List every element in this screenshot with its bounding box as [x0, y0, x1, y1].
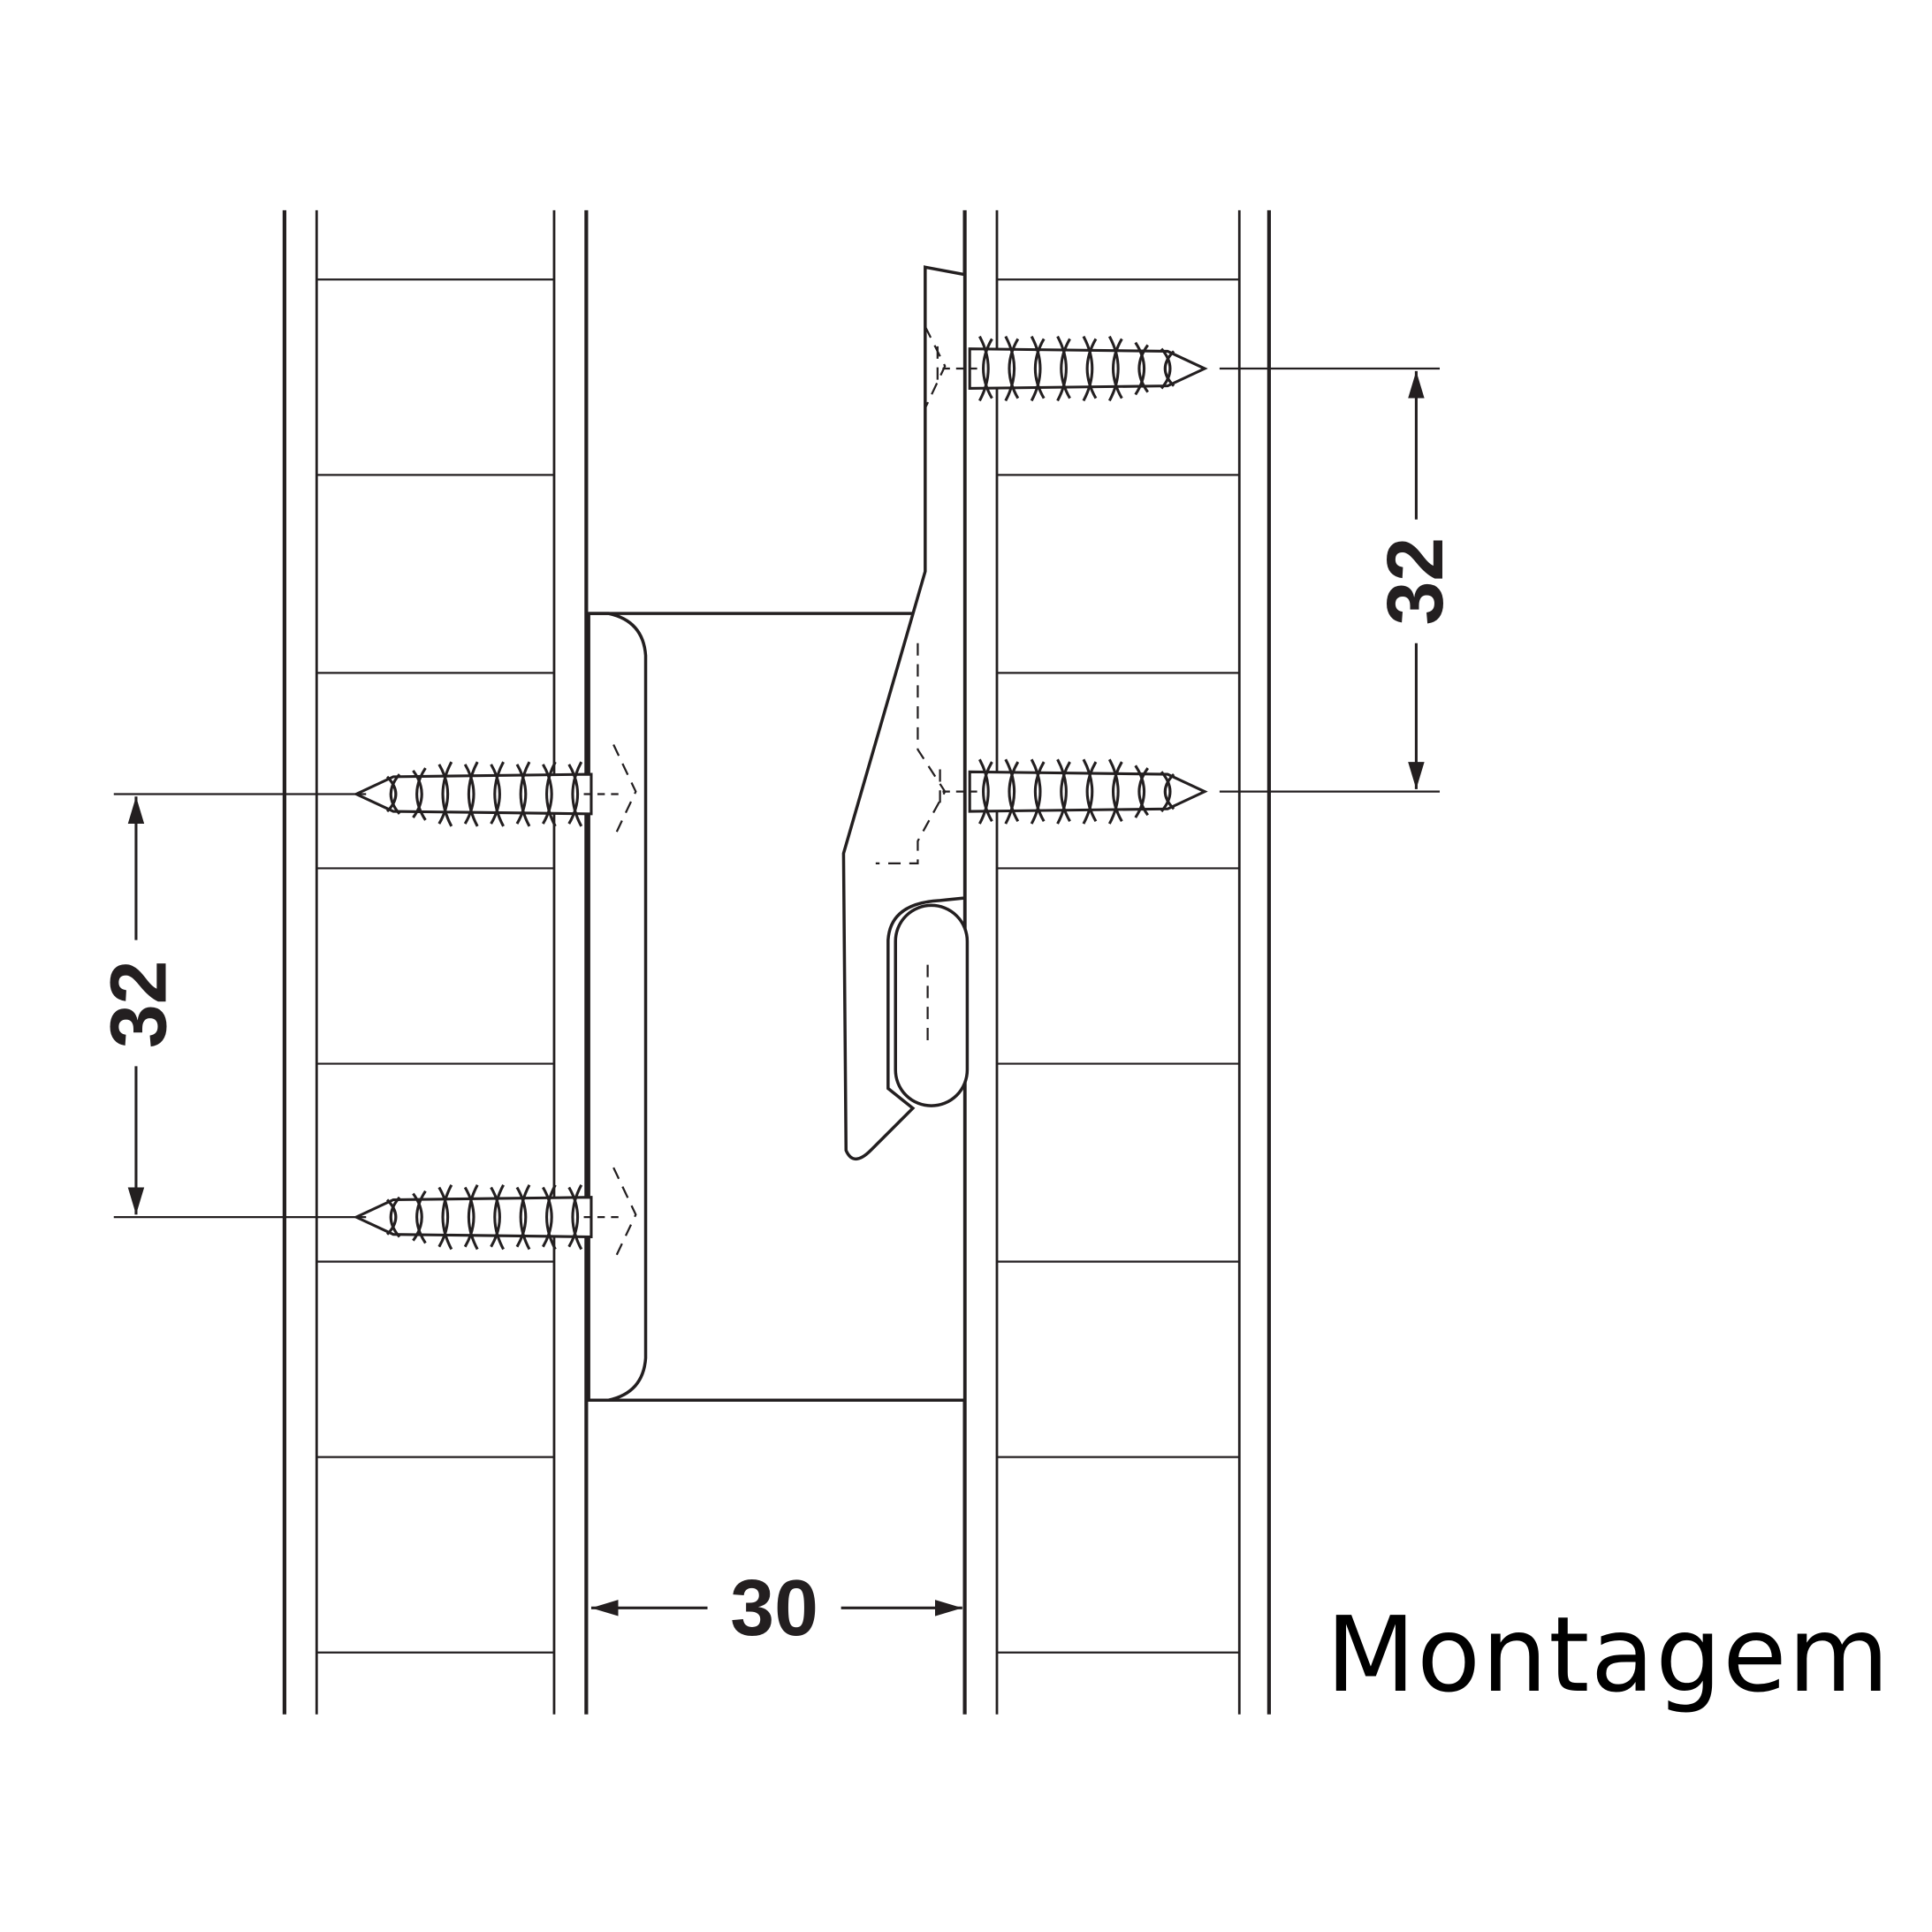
right-panel	[962, 209, 1271, 1715]
gap-dimension-label: 30	[730, 1563, 818, 1652]
right-dimension-32	[1219, 367, 1441, 793]
screw	[353, 1183, 619, 1251]
caption: Montagem	[1326, 1594, 1890, 1716]
connector-fitting	[587, 265, 970, 1402]
left-dimension-32	[113, 793, 367, 1219]
screw	[942, 335, 1208, 402]
left-dimension-label: 32	[95, 961, 183, 1049]
screw	[353, 761, 619, 827]
screws	[353, 335, 1208, 1251]
right-dimension-label: 32	[1371, 537, 1459, 626]
screw	[942, 758, 1208, 825]
left-panel	[282, 209, 589, 1715]
